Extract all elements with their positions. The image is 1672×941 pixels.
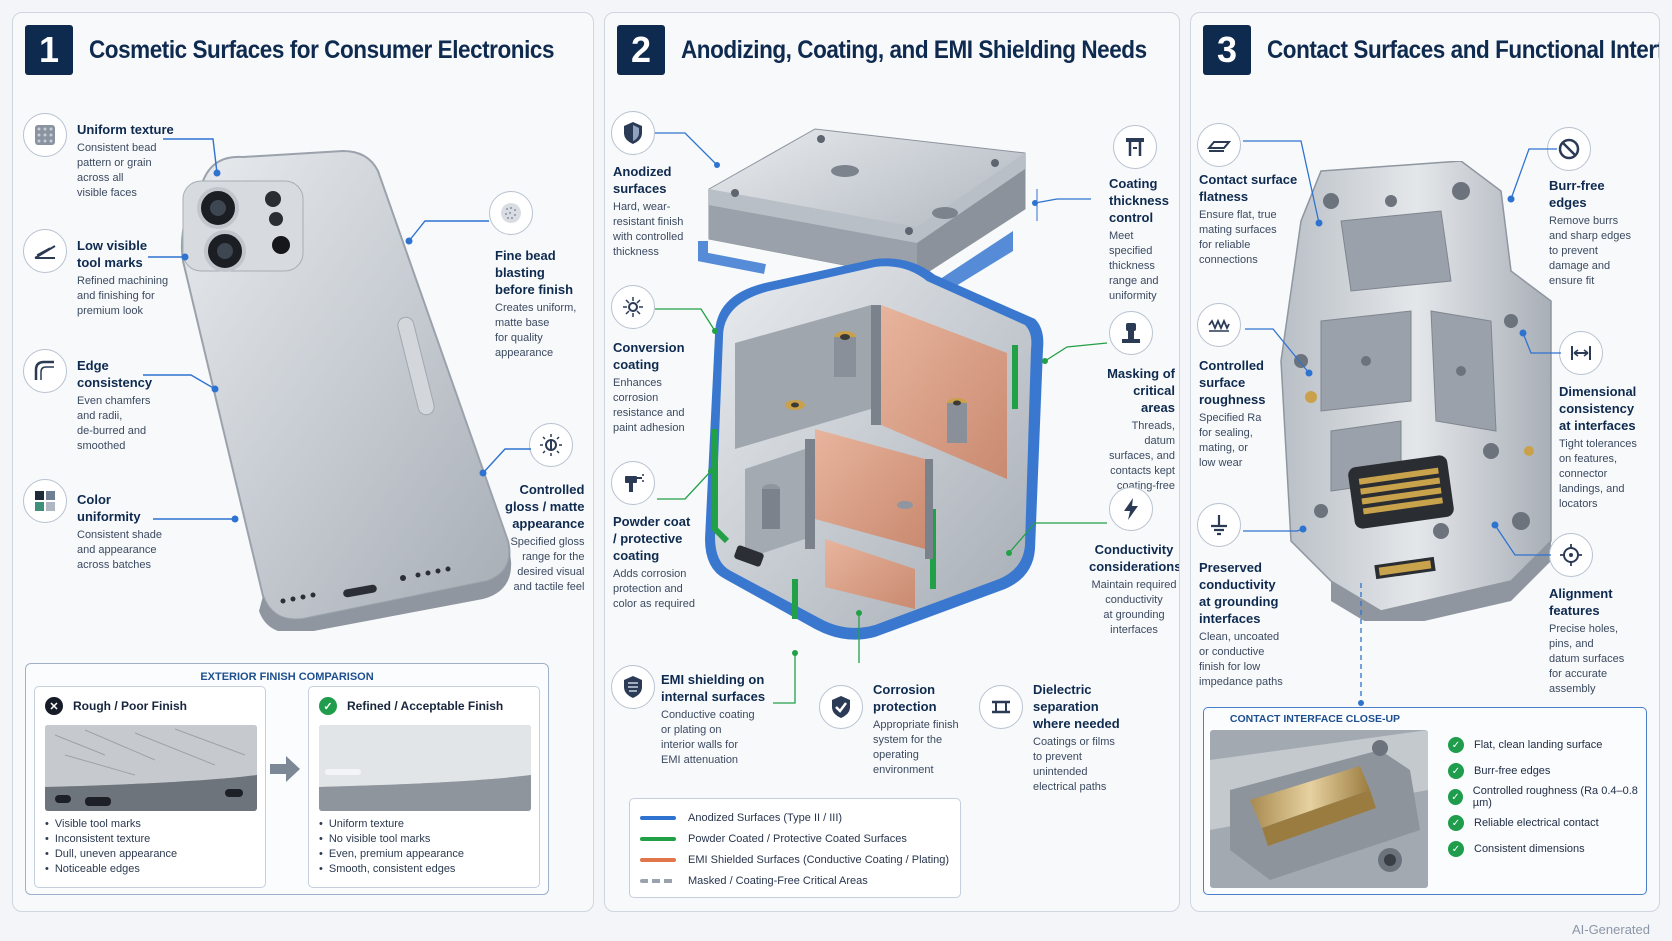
dimension-icon [1559, 331, 1603, 375]
legend-item: Masked / Coating-Free Critical Areas [640, 870, 950, 891]
check-icon: ✓ [1448, 763, 1464, 779]
rough-finish-label: Rough / Poor Finish [73, 699, 187, 713]
target-icon [1549, 533, 1593, 577]
arrow-right-icon [270, 756, 300, 782]
legend-item: EMI Shielded Surfaces (Conductive Coatin… [640, 849, 950, 870]
comparison-title: EXTERIOR FINISH COMPARISON [200, 671, 374, 683]
closeup-image [1210, 730, 1428, 888]
color-swatch-icon [23, 479, 67, 523]
bead-blast-icon [489, 191, 533, 235]
lightning-icon [1109, 487, 1153, 531]
contact-interface-closeup: CONTACT INTERFACE CLOSE-UP ✓Flat, clean … [1203, 707, 1647, 895]
panel-number: 2 [617, 25, 665, 75]
dielectric-icon [979, 685, 1023, 729]
panel-contact-surfaces: 3 Contact Surfaces and Functional Interf… [1190, 12, 1660, 912]
no-burr-icon [1547, 127, 1591, 171]
closeup-title: CONTACT INTERFACE CLOSE-UP [1229, 713, 1401, 725]
enclosure-housing-illustration [698, 128, 1044, 640]
coating-legend: Anodized Surfaces (Type II / III) Powder… [629, 798, 961, 898]
emi-shield-icon [611, 665, 655, 709]
check-icon: ✓ [1448, 737, 1464, 753]
flatness-icon [1197, 123, 1241, 167]
check-icon: ✓ [1448, 789, 1463, 805]
spray-gun-icon [611, 461, 655, 505]
refined-finish-card: ✓ Refined / Acceptable Finish Uniform tex… [308, 686, 540, 888]
check-icon: ✓ [1448, 815, 1464, 831]
panel-header: 1 Cosmetic Surfaces for Consumer Electro… [25, 25, 583, 75]
check-mark-icon: ✓ [319, 697, 337, 715]
panel-title: Anodizing, Coating, and EMI Shielding Ne… [681, 35, 1147, 64]
panel-title: Contact Surfaces and Functional Interfac… [1267, 35, 1659, 64]
check-icon: ✓ [1448, 841, 1464, 857]
panel-header: 3 Contact Surfaces and Functional Interf… [1203, 25, 1659, 75]
refined-finish-bullets: Uniform texture No visible tool marks Ev… [319, 817, 464, 877]
gloss-icon [529, 423, 573, 467]
checklist-item: ✓Consistent dimensions [1448, 836, 1646, 862]
roughness-icon [1197, 303, 1241, 347]
panel-number: 3 [1203, 25, 1251, 75]
checklist-item: ✓Flat, clean landing surface [1448, 732, 1646, 758]
panel-title: Cosmetic Surfaces for Consumer Electroni… [89, 35, 555, 64]
shield-icon [611, 111, 655, 155]
rough-finish-image [45, 725, 257, 811]
masking-icon [1109, 311, 1153, 355]
checklist-item: ✓Controlled roughness (Ra 0.4–0.8 µm) [1448, 784, 1646, 810]
checklist-item: ✓Burr-free edges [1448, 758, 1646, 784]
gauge-icon [1113, 125, 1157, 169]
panel-cosmetic-surfaces: 1 Cosmetic Surfaces for Consumer Electro… [12, 12, 594, 912]
edge-icon [23, 349, 67, 393]
panel-number: 1 [25, 25, 73, 75]
closeup-checklist: ✓Flat, clean landing surface ✓Burr-free … [1448, 732, 1646, 862]
panel-anodizing-coating-emi: 2 Anodizing, Coating, and EMI Shielding … [604, 12, 1180, 912]
machined-block-illustration [1280, 161, 1552, 621]
finish-comparison: EXTERIOR FINISH COMPARISON ✕ Rough / Poor… [25, 663, 549, 895]
legend-swatch-masked [640, 878, 676, 883]
refined-finish-image [319, 725, 531, 811]
legend-swatch-emi [640, 857, 676, 862]
rough-finish-bullets: Visible tool marks Inconsistent texture … [45, 817, 177, 877]
checklist-item: ✓Reliable electrical contact [1448, 810, 1646, 836]
watermark: AI-Generated [1571, 922, 1650, 937]
texture-icon [23, 113, 67, 157]
legend-swatch-powder [640, 836, 676, 841]
tool-mark-icon [23, 229, 67, 273]
x-mark-icon: ✕ [45, 697, 63, 715]
legend-item: Powder Coated / Protective Coated Surfac… [640, 828, 950, 849]
legend-swatch-anodized [640, 815, 676, 820]
ground-icon [1197, 503, 1241, 547]
panel-header: 2 Anodizing, Coating, and EMI Shielding … [617, 25, 1169, 75]
smartphone-illustration [180, 149, 512, 631]
feature-preserved-conductivity: Preserved conductivity at grounding inte… [1199, 560, 1283, 688]
legend-item: Anodized Surfaces (Type II / III) [640, 807, 950, 828]
refined-finish-label: Refined / Acceptable Finish [347, 699, 504, 713]
conversion-icon [611, 285, 655, 329]
check-shield-icon [819, 685, 863, 729]
rough-finish-card: ✕ Rough / Poor Finish Visible tool marks … [34, 686, 266, 888]
